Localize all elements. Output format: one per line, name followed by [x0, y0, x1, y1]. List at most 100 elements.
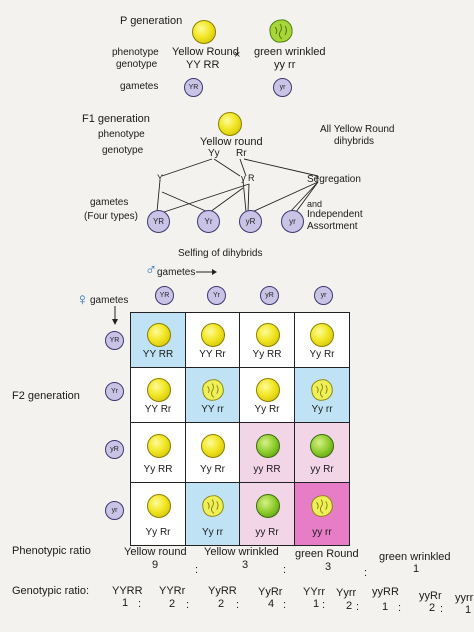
f1-note: All Yellow Round: [320, 124, 395, 135]
punnett-cell-r3-c1: Yy RR: [131, 423, 186, 483]
f1-note-dihybrids: dihybrids: [334, 136, 375, 147]
yellow-round-pea-icon: [310, 323, 334, 347]
p-green-wrinkled-genotype: yy rr: [274, 59, 296, 71]
assortment-label: Assortment: [307, 221, 358, 232]
punnett-cell-r2-c3: Yy Rr: [240, 368, 295, 423]
yellow-round-pea-icon: [147, 378, 171, 402]
four-types-label: (Four types): [84, 211, 138, 222]
punnett-genotype-label: Yy Rr: [309, 349, 335, 360]
allele-y-lower: y: [241, 173, 246, 183]
geno-value-3: 2: [218, 598, 225, 610]
punnett-genotype-label: Yy RR: [252, 349, 282, 360]
geno-name-1: YYRR: [112, 585, 143, 597]
p-genotype-label: genotype: [116, 59, 158, 70]
yellow-round-pea-icon: [147, 323, 171, 347]
segregation-label: Segregation: [307, 174, 361, 185]
geno-value-9: 1: [465, 604, 472, 616]
yellow-wrinkled-pea-icon: [310, 378, 334, 402]
geno-value-2: 2: [169, 598, 176, 610]
punnett-cell-r1-c1: YY RR: [131, 313, 186, 368]
geno-name-5: YYrr: [303, 586, 325, 598]
pheno-name-2: Yellow wrinkled: [204, 546, 279, 558]
row-gamete-1: YR: [105, 331, 124, 350]
pheno-value-3: 3: [325, 561, 332, 573]
pheno-value-2: 3: [242, 559, 249, 571]
right-arrow-icon: [196, 269, 217, 275]
punnett-cell-r2-c1: YY Rr: [131, 368, 186, 423]
yellow-wrinkled-pea-icon: [201, 494, 225, 518]
f1-genotype-label: genotype: [102, 145, 144, 156]
yellow-round-pea-icon: [192, 20, 216, 44]
geno-sep-2: :: [186, 599, 190, 611]
punnett-genotype-label: Yy Rr: [200, 464, 225, 475]
green-wrinkled-pea-icon: [269, 19, 293, 43]
geno-sep-7: :: [398, 602, 402, 614]
p-yellow-round-genotype: YY RR: [186, 59, 220, 71]
f1-generation-title: F1 generation: [82, 113, 150, 125]
row-gamete-3: yR: [105, 440, 124, 459]
punnett-cell-r4-c1: Yy Rr: [131, 483, 186, 545]
geno-name-4: YyRr: [258, 586, 283, 598]
geno-name-2: YYRr: [159, 585, 186, 597]
punnett-cell-r2-c2: YY rr: [186, 368, 240, 423]
pheno-name-4: green wrinkled: [379, 551, 451, 563]
geno-value-5: 1: [313, 598, 320, 610]
f1-genotype-rr: Rr: [236, 148, 247, 159]
pheno-name-3: green Round: [295, 548, 359, 560]
independent-label: Independent: [307, 209, 363, 220]
down-arrow-icon: [112, 306, 118, 325]
punnett-cell-r4-c2: Yy rr: [186, 483, 240, 545]
column-gamete-2: Yr: [207, 286, 226, 305]
geno-name-8: yyRr: [419, 590, 442, 602]
geno-name-3: YyRR: [208, 585, 237, 597]
punnett-genotype-label: YY rr: [201, 404, 224, 415]
column-gamete-1: YR: [155, 286, 174, 305]
geno-value-4: 4: [268, 598, 275, 610]
punnett-genotype-label: Yy RR: [143, 464, 173, 475]
yellow-round-pea-icon: [256, 378, 280, 402]
p-phenotype-label: phenotype: [112, 47, 159, 58]
p-gametes-label: gametes: [120, 81, 159, 92]
geno-value-7: 1: [382, 601, 389, 613]
row-gamete-4: yr: [105, 501, 124, 520]
punnett-genotype-label: YY Rr: [144, 404, 172, 415]
geno-value-1: 1: [122, 597, 129, 609]
punnett-genotype-label: Yy Rr: [254, 404, 280, 415]
column-gamete-4: yr: [314, 286, 333, 305]
punnett-cell-r3-c4: yy Rr: [295, 423, 349, 483]
punnett-cell-r4-c3: yy Rr: [240, 483, 295, 545]
allele-r-lower: r: [316, 173, 319, 183]
punnett-genotype-label: Yy rr: [311, 404, 333, 415]
yellow-round-pea-icon: [147, 494, 171, 518]
yellow-round-pea-icon: [256, 323, 280, 347]
green-round-pea-icon: [256, 494, 280, 518]
punnett-genotype-label: yy Rr: [310, 464, 334, 475]
p-generation-title: P generation: [120, 15, 183, 27]
female-gametes-label: gametes: [90, 295, 129, 306]
punnett-cell-r4-c4: yy rr: [295, 483, 349, 545]
punnett-cell-r2-c4: Yy rr: [295, 368, 349, 423]
geno-sep-1: :: [138, 598, 142, 610]
green-round-pea-icon: [310, 434, 334, 458]
geno-name-7: yyRR: [372, 586, 399, 598]
f1-gamete-4: yr: [281, 210, 304, 233]
p-gamete-yr-lower: yr: [273, 78, 292, 97]
p-green-wrinkled-label: green wrinkled: [254, 46, 326, 58]
f1-yellow-round-pea-icon: [218, 112, 242, 136]
genotypic-ratio-label: Genotypic ratio:: [12, 585, 90, 597]
geno-sep-5: :: [322, 599, 326, 611]
row-gamete-2: Yr: [105, 382, 124, 401]
yellow-round-pea-icon: [201, 323, 225, 347]
female-symbol-icon: ♀: [76, 290, 89, 309]
punnett-genotype-label: Yy Rr: [145, 527, 171, 538]
male-gametes-label: gametes: [157, 267, 196, 278]
column-gamete-3: yR: [260, 286, 279, 305]
phenotypic-ratio-label: Phenotypic ratio: [12, 545, 91, 557]
geno-sep-4: :: [283, 599, 287, 611]
allele-r-upper: R: [248, 173, 255, 183]
f1-gametes-label: gametes: [90, 197, 129, 208]
geno-sep-3: :: [236, 599, 240, 611]
f1-phenotype: Yellow round: [200, 136, 263, 148]
pheno-value-1: 9: [152, 559, 159, 571]
